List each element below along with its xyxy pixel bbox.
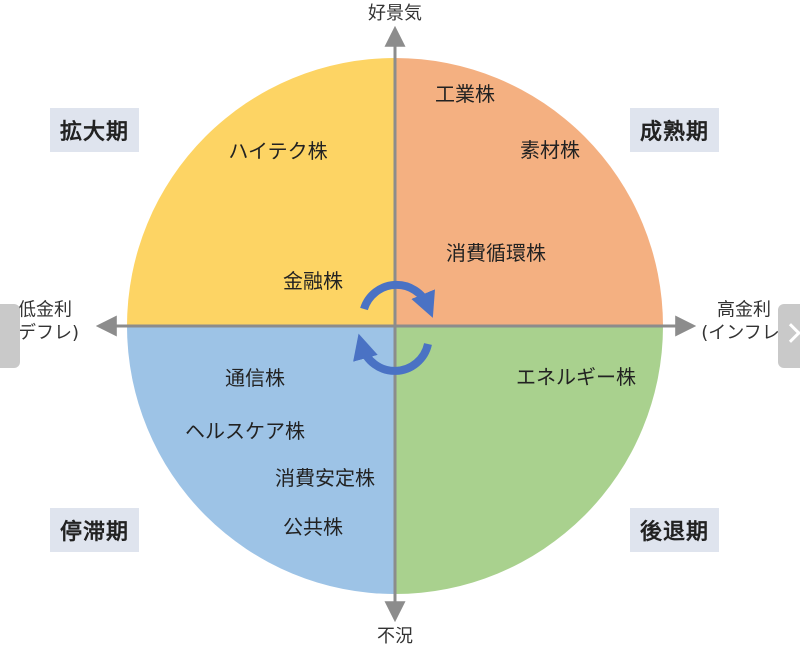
quadrant-top-right [395,58,663,326]
sector-label: 金融株 [283,269,343,293]
phase-label-top-left: 拡大期 [50,108,140,152]
sector-label: ハイテク株 [228,139,328,163]
axis-label-left: 低金利 (デフレ) [11,300,79,345]
next-slide-tab[interactable] [778,304,800,368]
sector-label: 素材株 [520,138,580,162]
axis-label-left-line1: 低金利 [17,299,72,321]
sector-label: 工業株 [435,82,495,106]
cycle-arrow-top [360,280,435,318]
sector-label: 消費安定株 [275,466,375,490]
quadrant-bottom-left [127,326,395,594]
sector-label: 消費循環株 [446,241,546,265]
axis-label-right-line2: (インフレ) [701,322,787,343]
cycle-arrow-bottom [353,333,432,375]
phase-label-bottom-right: 後退期 [630,508,720,552]
sector-label: 公共株 [283,515,343,539]
quadrant-top-left [127,58,395,326]
sector-label: エネルギー株 [516,365,636,389]
sector-label: 通信株 [225,366,285,390]
phase-label-top-right: 成熟期 [630,108,720,152]
axis-label-right-line1: 高金利 [716,299,771,321]
axis-label-bottom: 不況 [377,625,413,647]
prev-slide-tab[interactable] [0,304,20,368]
axis-label-top: 好景気 [368,2,422,24]
phase-label-bottom-left: 停滞期 [50,508,140,552]
axis-label-left-line2: (デフレ) [10,322,80,343]
quadrant-bottom-right [395,326,663,594]
chevron-right-icon [781,323,800,343]
sector-label: ヘルスケア株 [185,419,305,443]
axis-label-right: 高金利 (インフレ) [701,300,787,345]
